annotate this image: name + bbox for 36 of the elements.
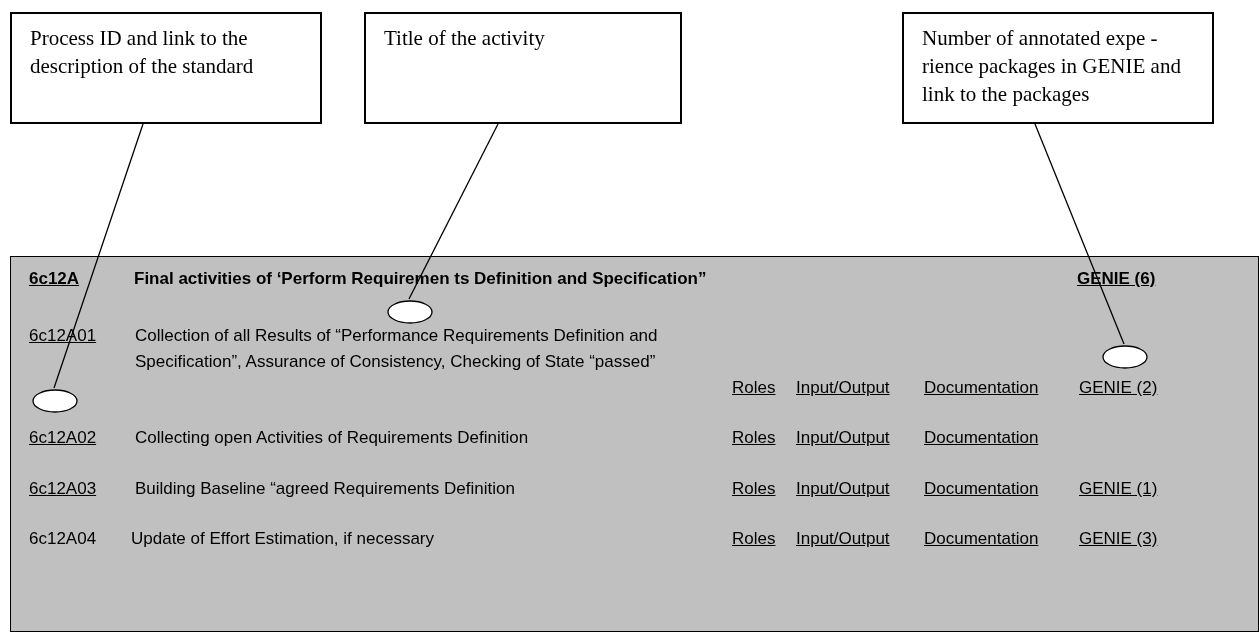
link: GENIE (1) <box>1079 478 1158 500</box>
link: Input/Output <box>796 427 890 449</box>
process-id-link: 6c12A03 <box>29 478 97 500</box>
activity-description: Collection of all Results of “Performance Requirements Definition and Specification”, Assurance of Consistency, Checking of State “passed” <box>135 325 659 373</box>
link: Roles <box>732 427 776 449</box>
link: GENIE (2) <box>1079 377 1158 399</box>
activity-panel <box>10 256 1259 632</box>
link: Input/Output <box>796 377 890 399</box>
activity-description: Update of Effort Estimation, if necessary <box>131 528 434 550</box>
link: Documentation <box>924 427 1039 449</box>
callout-text: Number of annotated expe - rience packages in GENIE and link to the packages <box>922 25 1182 108</box>
process-id: 6c12A04 <box>29 528 97 550</box>
process-id-link: 6c12A <box>29 268 80 290</box>
callout-text: Process ID and link to the description of the standard <box>30 25 255 80</box>
link: GENIE (3) <box>1079 528 1158 550</box>
link: Roles <box>732 377 776 399</box>
oval-marker <box>1102 345 1148 369</box>
link: Documentation <box>924 528 1039 550</box>
leader-line <box>53 123 144 389</box>
process-id-link: 6c12A02 <box>29 427 97 449</box>
callout-box <box>902 12 1214 124</box>
link: Documentation <box>924 478 1039 500</box>
link: Documentation <box>924 377 1039 399</box>
oval-marker <box>32 389 78 413</box>
callout-box <box>10 12 322 124</box>
link: Input/Output <box>796 528 890 550</box>
leader-line <box>408 123 499 300</box>
oval-marker <box>387 300 433 324</box>
activity-description: Building Baseline “agreed Requirements Definition <box>135 478 515 500</box>
link: Input/Output <box>796 478 890 500</box>
activity-description: Collecting open Activities of Requirements Definition <box>135 427 529 449</box>
link: Roles <box>732 528 776 550</box>
callout-box <box>364 12 682 124</box>
leader-line <box>1034 123 1125 345</box>
callout-text: Title of the activity <box>384 25 546 52</box>
link: Roles <box>732 478 776 500</box>
